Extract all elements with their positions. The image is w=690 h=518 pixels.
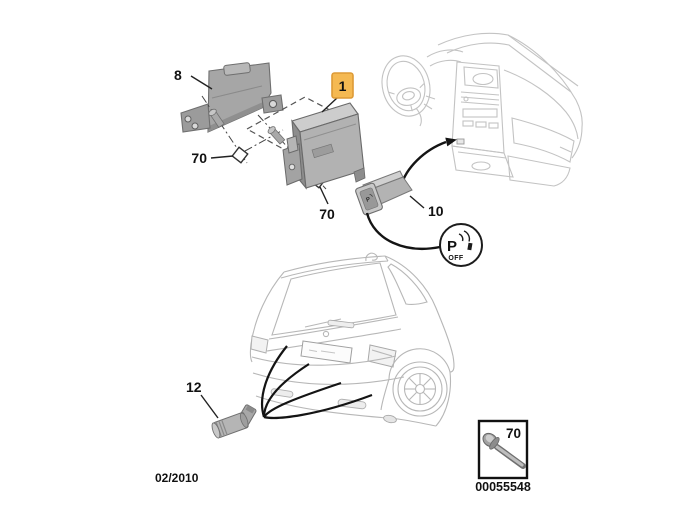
callout-bracket: 8 [174, 67, 182, 83]
legend-box: 70 [477, 419, 529, 480]
arrowhead [445, 137, 457, 147]
leader-rivet-lower [319, 186, 329, 205]
callout-sensor: 12 [186, 379, 202, 395]
leader-sensor [200, 394, 219, 419]
legend-callout: 70 [506, 426, 521, 441]
passenger-dash [503, 34, 583, 187]
ecu-module-part [282, 102, 366, 190]
switch-part: P [355, 170, 413, 216]
bracket-right-ear [261, 94, 284, 114]
callout-switch: 10 [428, 203, 444, 219]
parking-sensor-off-icon: P OFF [439, 223, 483, 267]
bracket-top-tab [223, 62, 251, 76]
poff-off-label: OFF [448, 255, 464, 262]
callout-module: 1 [339, 78, 347, 94]
sensor-part [211, 404, 257, 439]
sensor-position-lines [260, 345, 373, 419]
module-position-outline [245, 96, 345, 151]
rivet-icon [267, 126, 286, 145]
bracket-left-ear [180, 103, 211, 133]
callout-rivet-lower: 70 [319, 206, 335, 222]
poff-letter: P [447, 238, 457, 255]
leader-rivet-upper [210, 155, 234, 159]
dashboard-sketch [381, 32, 583, 187]
bracket-part [180, 62, 284, 133]
switch-location-arrow [399, 140, 447, 187]
fastener-upper: 70 [191, 95, 284, 166]
center-stack [451, 61, 514, 178]
steering-wheel [381, 55, 431, 117]
rear-wheel [392, 361, 448, 417]
rivet-icon [208, 108, 225, 128]
obstacle-block [467, 242, 473, 251]
leader-bracket [190, 75, 213, 90]
switch-face-symbol: P [365, 197, 371, 204]
car-rear-sketch [249, 252, 455, 427]
leader-switch [409, 195, 425, 209]
diagram-date: 02/2010 [155, 471, 199, 485]
taillight-left [250, 335, 269, 354]
rivet-icon [482, 432, 526, 469]
leader-module [321, 97, 338, 113]
callout-rivet-upper: 70 [191, 150, 207, 166]
fastener-marker-icon [231, 146, 249, 164]
callout-module-highlight[interactable]: 1 [331, 72, 354, 99]
switch-symbol-link [365, 212, 441, 250]
legend-part-number: 00055548 [475, 480, 531, 494]
